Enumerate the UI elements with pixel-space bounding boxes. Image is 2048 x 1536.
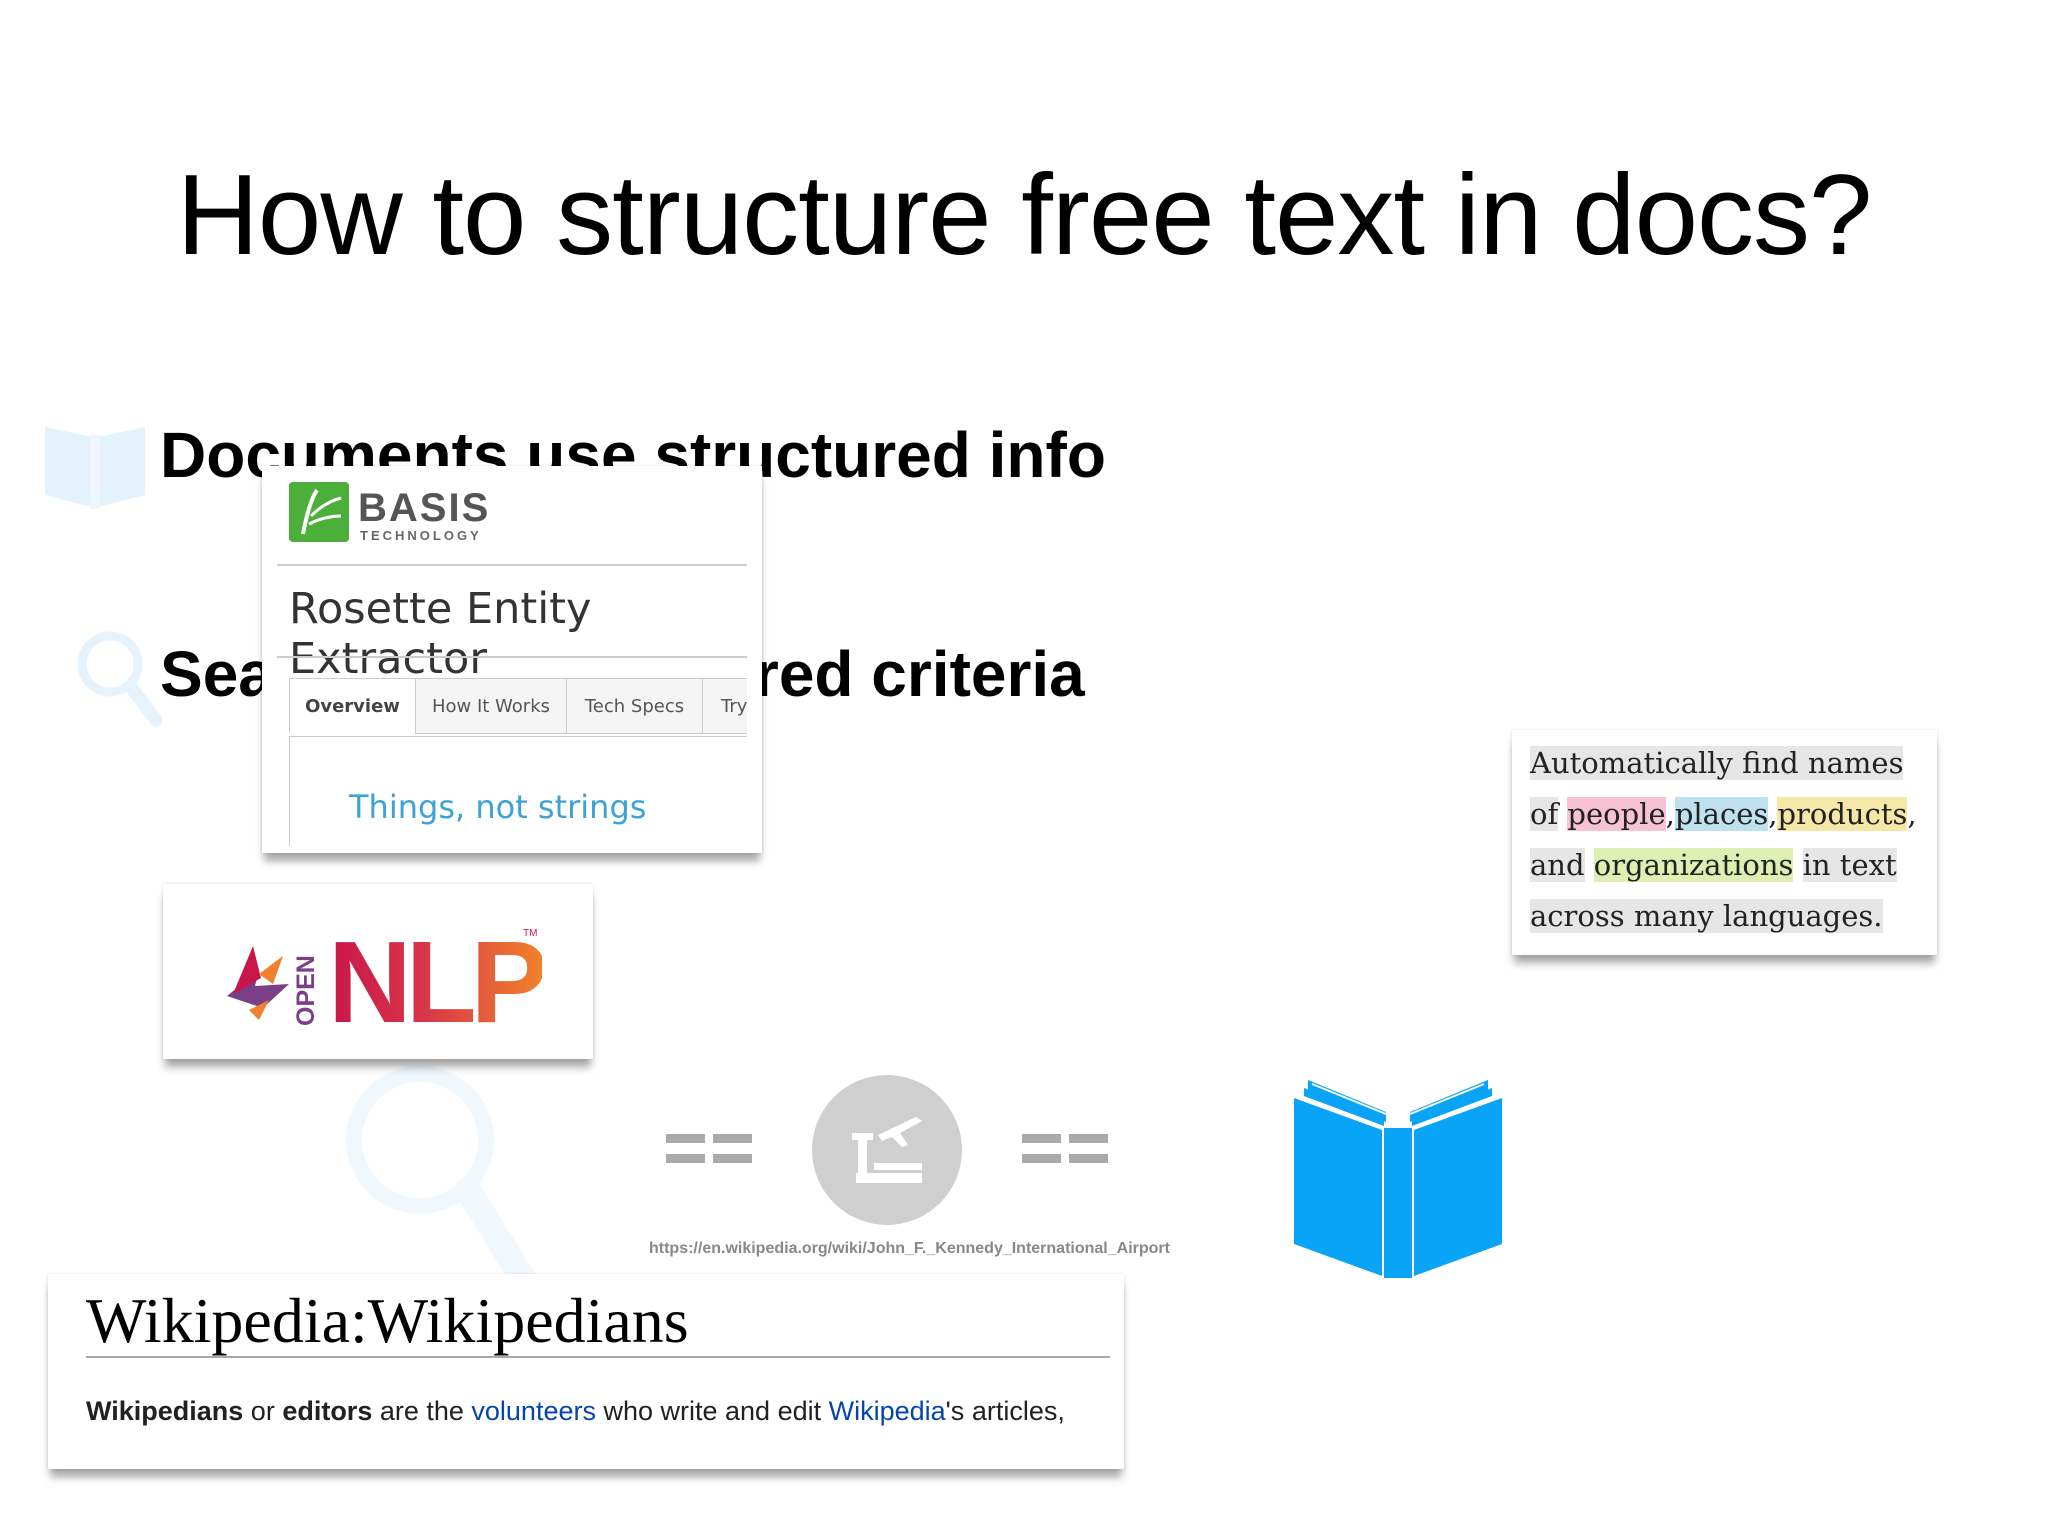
source-url: https://en.wikipedia.org/wiki/John_F._Ke… [649, 1240, 1170, 1257]
wikipedia-card: Wikipedia:Wikipedians Wikipedians or edi… [48, 1274, 1124, 1469]
basis-product-title: Rosette Entity Extractor [289, 584, 592, 684]
wiki-term-editors: editors [282, 1396, 373, 1426]
basis-logo-icon [289, 482, 349, 542]
basis-tagline: Things, not strings [349, 788, 647, 826]
link-wikipedia[interactable]: Wikipedia [828, 1396, 946, 1426]
highlight-organizations: organizations [1593, 848, 1794, 882]
tab-try[interactable]: Try [702, 678, 747, 734]
highlight-comma: , [1665, 797, 1675, 831]
opennlp-card: OPEN NLP TM [163, 884, 593, 1059]
highlight-people: people [1567, 797, 1666, 831]
wiki-term-wikipedians: Wikipedians [86, 1396, 244, 1426]
highlight-comma: , [1768, 797, 1778, 831]
divider [277, 564, 747, 566]
magnifier-large-icon [346, 1066, 543, 1300]
basis-brand-sub: TECHNOLOGY [360, 528, 482, 543]
tab-overview[interactable]: Overview [289, 678, 416, 734]
basis-card: BASIS TECHNOLOGY Rosette Entity Extracto… [262, 466, 762, 853]
wikipedia-title: Wikipedia:Wikipedians [86, 1285, 689, 1356]
divider [289, 736, 290, 846]
equals-sign [1022, 1134, 1108, 1166]
wiki-text: or [243, 1396, 283, 1426]
highlight-places: places [1674, 797, 1769, 831]
highlight-line1: Automatically find names [1530, 746, 1904, 780]
opennlp-bird-icon [227, 946, 289, 1020]
divider [86, 1356, 1110, 1358]
basis-tab-bar: Overview How It Works Tech Specs Try [289, 678, 747, 737]
airport-icon [812, 1075, 962, 1225]
wiki-text: 's articles, [945, 1396, 1065, 1426]
entity-highlight-card: Automatically find names of people,place… [1512, 730, 1937, 955]
wiki-text: are the [372, 1396, 472, 1426]
highlight-line4: across many languages. [1530, 899, 1883, 933]
highlight-of: of [1530, 797, 1559, 831]
slide-title: How to structure free text in docs? [176, 152, 1873, 279]
entity-highlight-text: Automatically find names of people,place… [1530, 738, 1917, 942]
link-volunteers[interactable]: volunteers [471, 1396, 596, 1426]
open-book-icon [1294, 1080, 1502, 1278]
trademark-mark: TM [523, 928, 538, 939]
tab-tech-specs[interactable]: Tech Specs [566, 678, 703, 734]
svg-text:OPEN: OPEN [292, 955, 320, 1026]
magnifier-icon [77, 631, 163, 727]
opennlp-wordmark: NLP [328, 917, 548, 1047]
wikipedia-body: Wikipedians or editors are the volunteer… [86, 1396, 1065, 1427]
divider [277, 656, 747, 658]
book-icon [45, 427, 145, 509]
highlight-comma: , [1907, 797, 1917, 831]
highlight-and: and [1530, 848, 1585, 882]
basis-brand: BASIS [358, 486, 491, 530]
wiki-text: who write and edit [595, 1396, 829, 1426]
tab-how-it-works[interactable]: How It Works [415, 678, 567, 734]
highlight-in-text: in text [1802, 848, 1897, 882]
highlight-products: products [1777, 797, 1908, 831]
equals-sign [666, 1134, 752, 1166]
opennlp-open-label: OPEN [292, 955, 320, 1026]
